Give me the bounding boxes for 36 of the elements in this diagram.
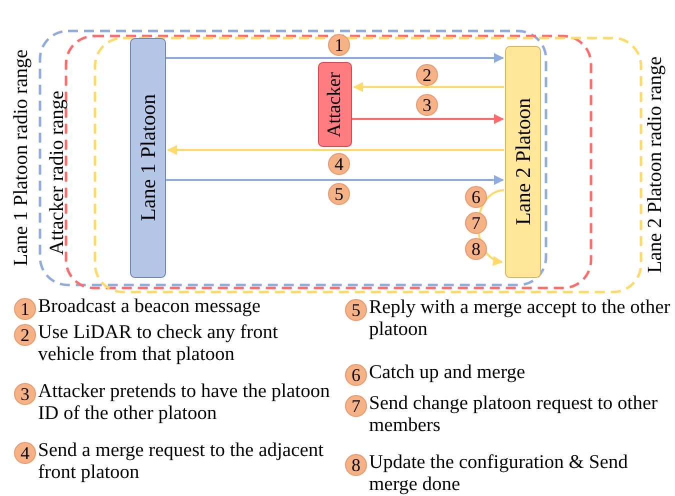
arrow (167, 145, 504, 155)
step-number: 7 (465, 212, 487, 234)
step-number: 5 (345, 299, 367, 321)
step-number: 6 (345, 364, 367, 386)
step-number: 8 (465, 238, 487, 260)
arrow (166, 175, 504, 185)
platoon-box: Lane 1 Platoon (130, 38, 166, 278)
step-description: Send change platoon request to other members (369, 393, 659, 437)
platoon-box: Lane 2 Platoon (505, 46, 541, 278)
step-description: Send a merge request to the adjacent front platoon (38, 440, 325, 484)
step-number: 8 (345, 454, 367, 476)
step-description: Broadcast a beacon message (38, 296, 262, 318)
range-label: Lane 1 Platoon radio range (10, 48, 32, 268)
step-number: 4 (14, 442, 36, 464)
step-number: 3 (416, 94, 438, 116)
attacker-box: Attacker (318, 62, 352, 147)
step-number: 7 (345, 395, 367, 417)
step-number: 3 (14, 383, 36, 405)
step-description: Reply with a merge accept to the other platoon (369, 297, 672, 341)
step-number: 2 (416, 64, 438, 86)
step-description: Update the configuration & Send merge done (369, 452, 629, 496)
step-number: 1 (14, 298, 36, 320)
arrow (352, 114, 504, 124)
step-description: Attacker pretends to have the platoon ID of the other platoon (38, 381, 331, 425)
step-number: 5 (328, 183, 350, 205)
arrow (477, 189, 504, 264)
range-label: Lane 2 Platoon radio range (644, 56, 666, 276)
step-description: Use LiDAR to check any front vehicle from that platoon (38, 322, 279, 366)
step-number: 1 (328, 34, 350, 56)
arrow (166, 53, 504, 63)
step-number: 4 (328, 153, 350, 175)
arrow (353, 82, 504, 92)
step-number: 2 (14, 324, 36, 346)
range-label: Attacker radio range (46, 90, 68, 258)
step-number: 6 (465, 186, 487, 208)
step-description: Catch up and merge (369, 362, 526, 384)
